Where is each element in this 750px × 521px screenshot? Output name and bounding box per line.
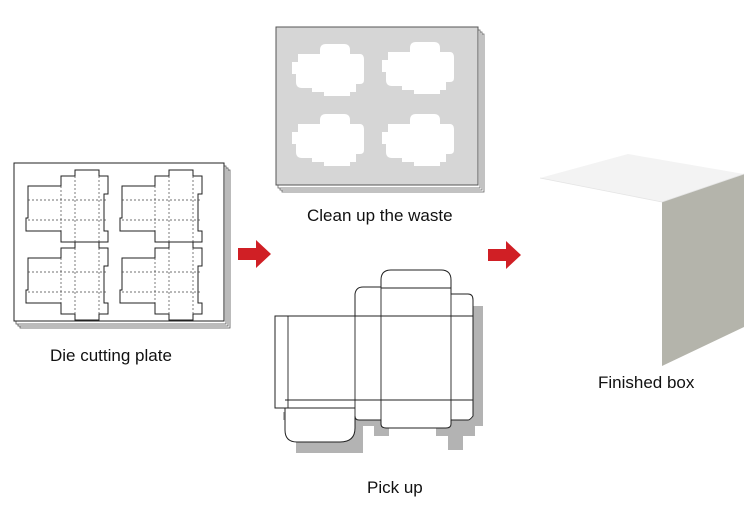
arrow-right-icon <box>488 241 521 269</box>
pick-up-net <box>274 269 483 453</box>
arrow-right-icon <box>238 240 271 268</box>
die-cutting-plate <box>13 162 231 329</box>
pick-up-label: Pick up <box>367 478 423 497</box>
finished-box <box>539 154 745 366</box>
clean-up-waste-label: Clean up the waste <box>307 206 453 225</box>
finished-box-label: Finished box <box>598 373 695 392</box>
waste-sheet <box>275 26 485 193</box>
die-cutting-plate-label: Die cutting plate <box>50 346 172 365</box>
